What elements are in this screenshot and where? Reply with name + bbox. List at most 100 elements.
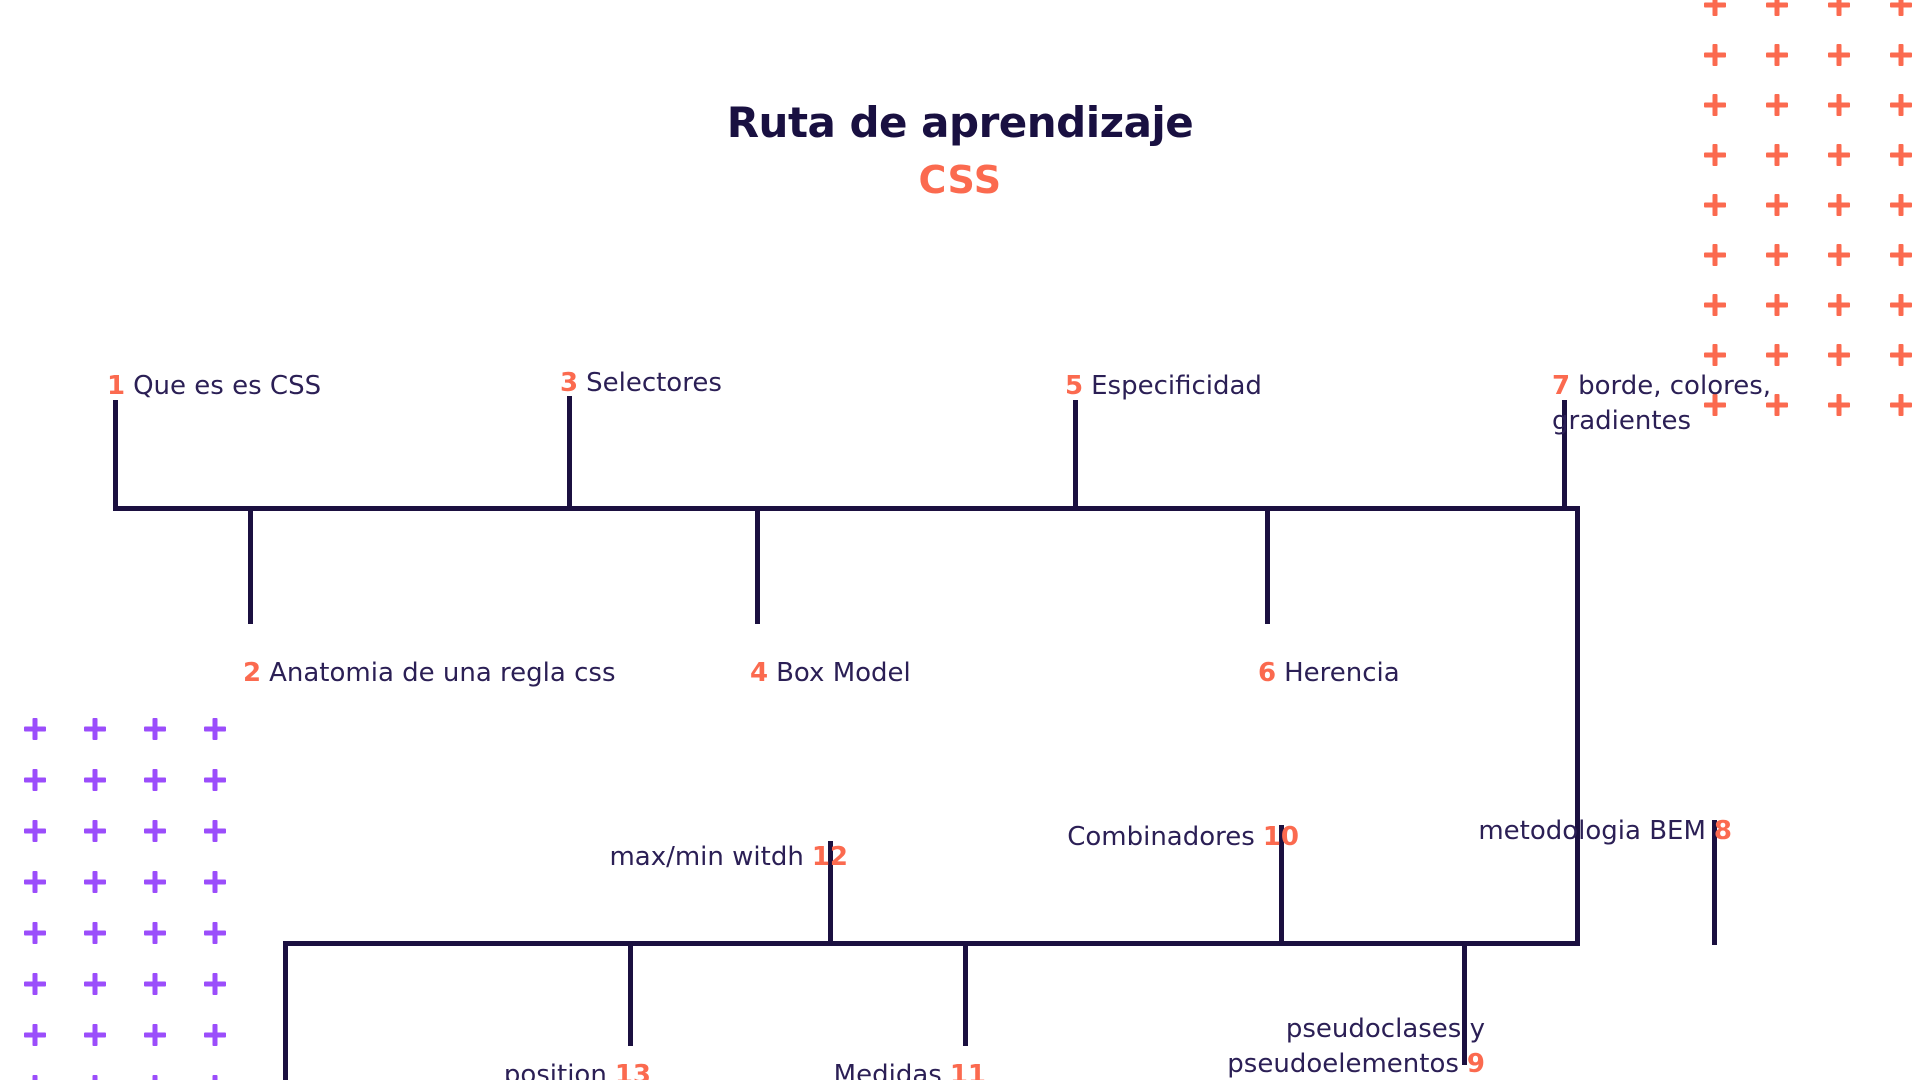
plus-icon: [82, 869, 108, 895]
plus-icon: [202, 767, 228, 793]
plus-icon: [22, 818, 48, 844]
tick-node-2: [248, 506, 253, 624]
node-4-number: 4: [750, 658, 769, 689]
plus-pattern-bottom-left: [0, 716, 262, 1080]
plus-icon: [22, 767, 48, 793]
rail-1-left-cap: [113, 400, 118, 510]
node-1-number: 1: [107, 371, 126, 402]
tick-node-12: [828, 841, 833, 945]
node-13-number: 13: [614, 1060, 651, 1080]
plus-icon: [1764, 242, 1790, 268]
plus-icon: [82, 818, 108, 844]
tick-node-10: [1279, 825, 1284, 945]
plus-icon: [1888, 242, 1914, 268]
rail-row-2: [283, 941, 1580, 946]
tick-node-5: [1073, 400, 1078, 510]
plus-icon: [1888, 342, 1914, 368]
node-8-number: 8: [1713, 816, 1732, 847]
node-10-label: Combinadores: [1067, 822, 1255, 853]
node-5-number: 5: [1065, 371, 1084, 402]
node-12-label: max/min witdh: [609, 842, 804, 873]
plus-icon: [1826, 242, 1852, 268]
plus-icon: [142, 920, 168, 946]
plus-icon: [202, 716, 228, 742]
node-11[interactable]: Medidas 11: [603, 1024, 986, 1080]
node-6-number: 6: [1258, 658, 1277, 689]
node-13-label: position: [503, 1060, 607, 1080]
plus-icon: [1888, 292, 1914, 318]
rail-2-left-elbow: [283, 941, 288, 1080]
plus-icon: [202, 869, 228, 895]
plus-icon: [1826, 0, 1852, 18]
rail-1-to-rail-2-elbow: [1575, 506, 1580, 946]
plus-icon: [202, 971, 228, 997]
tick-node-8: [1712, 820, 1717, 945]
plus-icon: [1764, 0, 1790, 18]
node-13[interactable]: position 13: [268, 1024, 651, 1080]
node-8-label: metodologia BEM: [1478, 816, 1706, 847]
tick-node-9: [1462, 941, 1467, 1065]
node-7-label: borde, colores, gradientes: [1552, 371, 1772, 436]
plus-icon: [82, 1022, 108, 1048]
tick-node-11: [963, 941, 968, 1046]
plus-icon: [142, 869, 168, 895]
tick-node-6: [1265, 506, 1270, 624]
plus-icon: [1702, 242, 1728, 268]
tick-node-4: [755, 506, 760, 624]
node-12-number: 12: [811, 842, 848, 873]
plus-icon: [142, 971, 168, 997]
plus-icon: [1826, 42, 1852, 68]
plus-icon: [82, 971, 108, 997]
plus-icon: [1888, 392, 1914, 418]
tick-node-3: [567, 396, 572, 510]
plus-icon: [22, 1073, 48, 1080]
node-3-label: Selectores: [586, 368, 722, 399]
tick-node-13: [628, 941, 633, 1046]
plus-icon: [142, 1073, 168, 1080]
page-subtitle: CSS: [918, 158, 1002, 203]
plus-icon: [82, 920, 108, 946]
plus-icon: [22, 920, 48, 946]
plus-icon: [82, 767, 108, 793]
plus-icon: [1702, 0, 1728, 18]
plus-icon: [1764, 42, 1790, 68]
node-9-label: pseudoclases y pseudoelementos: [1227, 1014, 1485, 1079]
plus-icon: [1702, 42, 1728, 68]
plus-icon: [202, 920, 228, 946]
plus-icon: [22, 971, 48, 997]
plus-icon: [22, 716, 48, 742]
node-7-number: 7: [1552, 371, 1571, 402]
title-block: Ruta de aprendizaje CSS: [0, 98, 1920, 204]
plus-icon: [1888, 0, 1914, 18]
plus-icon: [1826, 292, 1852, 318]
plus-icon: [22, 1022, 48, 1048]
node-11-label: Medidas: [833, 1060, 942, 1080]
plus-icon: [82, 716, 108, 742]
plus-icon: [202, 1073, 228, 1080]
plus-icon: [142, 767, 168, 793]
node-6-label: Herencia: [1284, 658, 1400, 689]
node-5-label: Especificidad: [1091, 371, 1262, 402]
node-2-label: Anatomia de una regla css: [269, 658, 616, 689]
page-title: Ruta de aprendizaje: [726, 98, 1194, 147]
plus-icon: [1702, 292, 1728, 318]
plus-icon: [202, 818, 228, 844]
plus-icon: [82, 1073, 108, 1080]
plus-icon: [1764, 292, 1790, 318]
node-10-number: 10: [1262, 822, 1299, 853]
node-1-label: Que es es CSS: [133, 371, 322, 402]
node-2-number: 2: [243, 658, 262, 689]
node-11-number: 11: [949, 1060, 986, 1080]
